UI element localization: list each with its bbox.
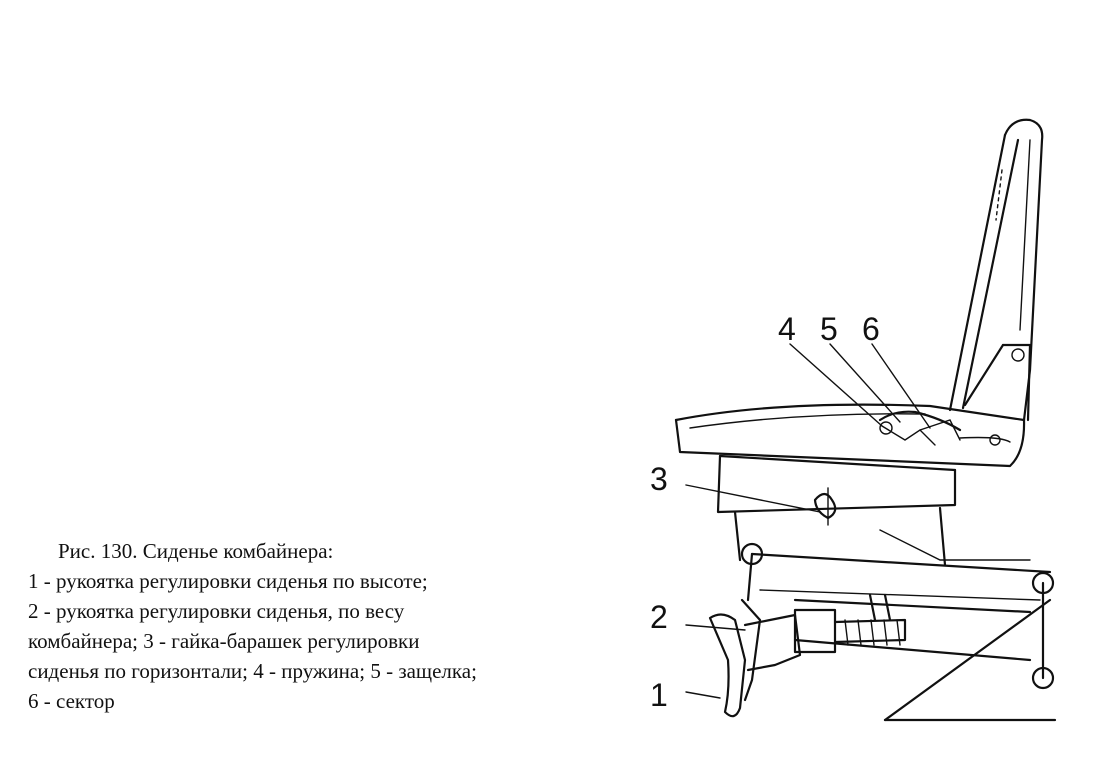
caption-line-5: 6 - сектор (28, 689, 115, 713)
leader-lines (685, 343, 931, 699)
caption-title: Рис. 130. Сиденье комбайнера: (58, 539, 334, 563)
caption-line-4: сиденья по горизонтали; 4 - пружина; 5 -… (28, 659, 477, 683)
caption-line-1: 1 - рукоятка регулировки сиденья по высо… (28, 569, 428, 593)
caption-line-2: 2 - рукоятка регулировки сиденья, по вес… (28, 599, 405, 623)
wing-nut (813, 487, 837, 526)
callout-5: 5 (820, 311, 838, 347)
caption-line-3: комбайнера; 3 - гайка-барашек регулировк… (28, 629, 420, 653)
lower-linkage (740, 529, 1057, 722)
callout-4: 4 (778, 311, 796, 347)
adjustment-handle (708, 593, 907, 718)
figure-caption: Рис. 130. Сиденье комбайнера: 1 - рукоят… (28, 536, 588, 716)
callout-1: 1 (650, 677, 668, 713)
seat-cushion (674, 403, 1026, 468)
callout-2: 2 (650, 599, 668, 635)
latch-sector-assembly (878, 410, 962, 446)
callout-6: 6 (862, 311, 880, 347)
backrest (948, 118, 1044, 422)
callout-3: 3 (650, 461, 668, 497)
seat-base (716, 454, 957, 567)
